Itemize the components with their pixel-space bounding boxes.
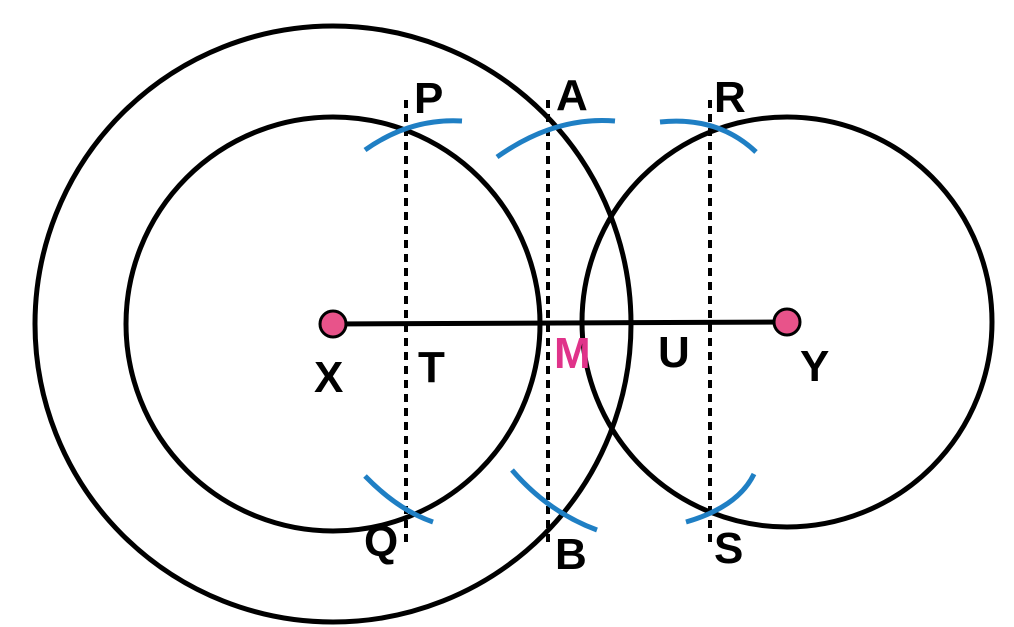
label-s: S: [714, 524, 743, 573]
label-b: B: [555, 530, 587, 579]
arc-b: [510, 468, 598, 533]
label-a: A: [556, 71, 588, 120]
label-q: Q: [364, 517, 398, 566]
segment-xy: [332, 319, 788, 327]
point-x: [318, 309, 348, 339]
arc-a: [495, 117, 616, 160]
label-x: X: [314, 353, 343, 402]
label-u: U: [658, 328, 690, 377]
label-y: Y: [800, 342, 829, 391]
point-y: [772, 307, 802, 337]
label-p: P: [414, 74, 443, 123]
arc-q: [363, 474, 434, 525]
label-r: R: [714, 73, 746, 122]
arc-r: [659, 118, 758, 154]
arc-s: [685, 472, 757, 525]
arc-p: [363, 118, 463, 153]
label-m: M: [554, 329, 591, 378]
label-t: T: [418, 343, 445, 392]
